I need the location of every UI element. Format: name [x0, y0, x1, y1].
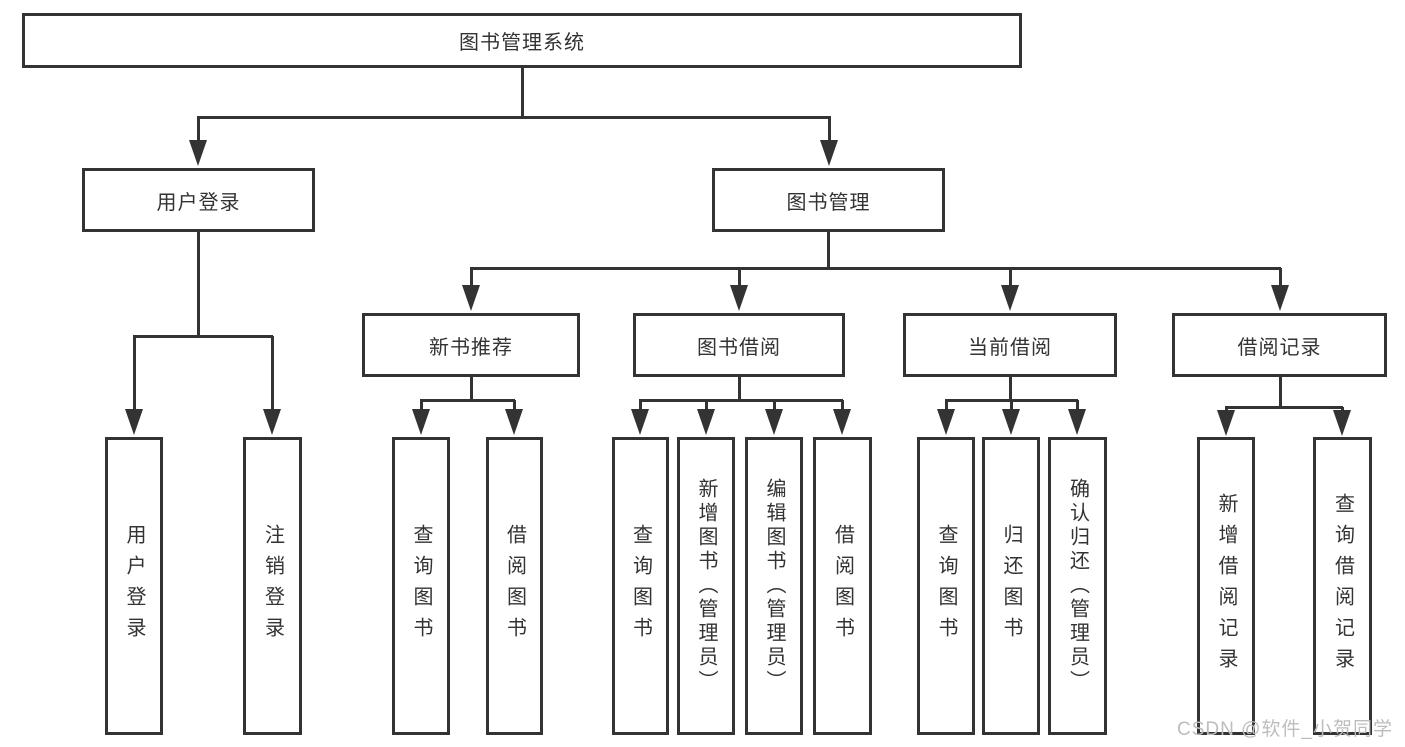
- node-label: 查询借阅记录: [1331, 493, 1354, 679]
- node-label: 注销登录: [261, 524, 284, 648]
- node-query-book-current: 查询图书: [917, 437, 975, 735]
- connector-arrowhead-down: [697, 409, 715, 435]
- connector-arrowhead-down: [937, 409, 955, 435]
- node-label: 借阅记录: [1237, 336, 1322, 359]
- connector-arrowhead-down: [820, 140, 838, 166]
- connector-line: [1225, 405, 1343, 409]
- connector-line: [133, 334, 273, 338]
- node-confirm-return-admin: 确认归还（管理员）: [1048, 437, 1107, 735]
- node-current-borrow: 当前借阅: [903, 313, 1117, 377]
- node-label: 借阅图书: [831, 524, 854, 648]
- connector-line: [737, 377, 741, 402]
- connector-arrowhead-down: [1002, 409, 1020, 435]
- connector-arrowhead-down: [1068, 409, 1086, 435]
- node-label: 编辑图书（管理员）: [763, 478, 785, 694]
- node-label: 归还图书: [1000, 524, 1022, 648]
- connector-arrowhead-down: [505, 409, 523, 435]
- node-label: 用户登录: [123, 524, 145, 648]
- node-label: 图书借阅: [697, 336, 781, 359]
- connector-arrowhead-down: [730, 285, 748, 311]
- connector-line: [639, 398, 843, 402]
- node-user-login-leaf: 用户登录: [105, 437, 163, 735]
- node-label: 查询图书: [935, 524, 957, 648]
- connector-arrowhead-down: [189, 140, 207, 166]
- node-new-book-rec: 新书推荐: [362, 313, 580, 377]
- node-return-book: 归还图书: [982, 437, 1040, 735]
- node-book-borrow: 图书借阅: [633, 313, 845, 377]
- connector-arrowhead-down: [1217, 410, 1235, 436]
- node-label: 查询图书: [410, 524, 432, 648]
- node-borrow-record: 借阅记录: [1172, 313, 1387, 377]
- connector-arrowhead-down: [462, 285, 480, 311]
- connector-line: [196, 232, 200, 338]
- connector-line: [520, 68, 524, 118]
- node-label: 确认归还（管理员）: [1066, 478, 1089, 694]
- connector-line: [196, 117, 200, 150]
- connector-line: [197, 115, 831, 119]
- connector-line: [1278, 268, 1282, 295]
- node-query-book-rec: 查询图书: [392, 437, 450, 735]
- connector-line: [737, 268, 741, 295]
- connector-arrowhead-down: [765, 409, 783, 435]
- node-label: 新书推荐: [429, 336, 513, 359]
- node-label: 借阅图书: [503, 524, 526, 648]
- node-logout-leaf: 注销登录: [243, 437, 302, 735]
- node-label: 图书管理系统: [459, 32, 585, 54]
- connector-line: [1008, 377, 1012, 402]
- connector-line: [1278, 377, 1282, 409]
- node-root: 图书管理系统: [22, 13, 1022, 68]
- connector-arrowhead-down: [1001, 285, 1019, 311]
- node-add-borrow-record: 新增借阅记录: [1197, 437, 1255, 735]
- watermark: CSDN @软件_小贺同学: [1177, 719, 1393, 740]
- node-add-book-admin: 新增图书（管理员）: [677, 437, 735, 735]
- node-label: 新增图书（管理员）: [695, 478, 717, 694]
- node-label: 新增借阅记录: [1215, 493, 1237, 679]
- node-label: 图书管理: [786, 191, 871, 214]
- connector-line: [132, 336, 136, 418]
- connector-arrowhead-down: [1333, 410, 1351, 436]
- node-borrow-book-rec: 借阅图书: [486, 437, 543, 735]
- connector-arrowhead-down: [125, 409, 143, 435]
- connector-line: [420, 398, 515, 402]
- node-label: 当前借阅: [968, 336, 1052, 359]
- connector-arrowhead-down: [263, 409, 281, 435]
- node-borrow-book: 借阅图书: [813, 437, 872, 735]
- connector-line: [1008, 268, 1012, 295]
- connector-line: [470, 266, 1281, 270]
- node-edit-book-admin: 编辑图书（管理员）: [745, 437, 803, 735]
- connector-arrowhead-down: [1271, 285, 1289, 311]
- connector-arrowhead-down: [631, 409, 649, 435]
- node-query-borrow-record: 查询借阅记录: [1313, 437, 1372, 735]
- node-label: 用户登录: [156, 191, 241, 214]
- node-book-mgmt: 图书管理: [712, 168, 945, 232]
- node-user-login: 用户登录: [82, 168, 315, 232]
- connector-line: [827, 117, 831, 150]
- node-query-book-borrow: 查询图书: [612, 437, 669, 735]
- connector-line: [270, 336, 274, 418]
- connector-arrowhead-down: [412, 409, 430, 435]
- connector-line: [469, 268, 473, 295]
- connector-line: [826, 232, 830, 270]
- connector-arrowhead-down: [833, 409, 851, 435]
- connector-line: [469, 377, 473, 402]
- node-label: 查询图书: [629, 524, 652, 648]
